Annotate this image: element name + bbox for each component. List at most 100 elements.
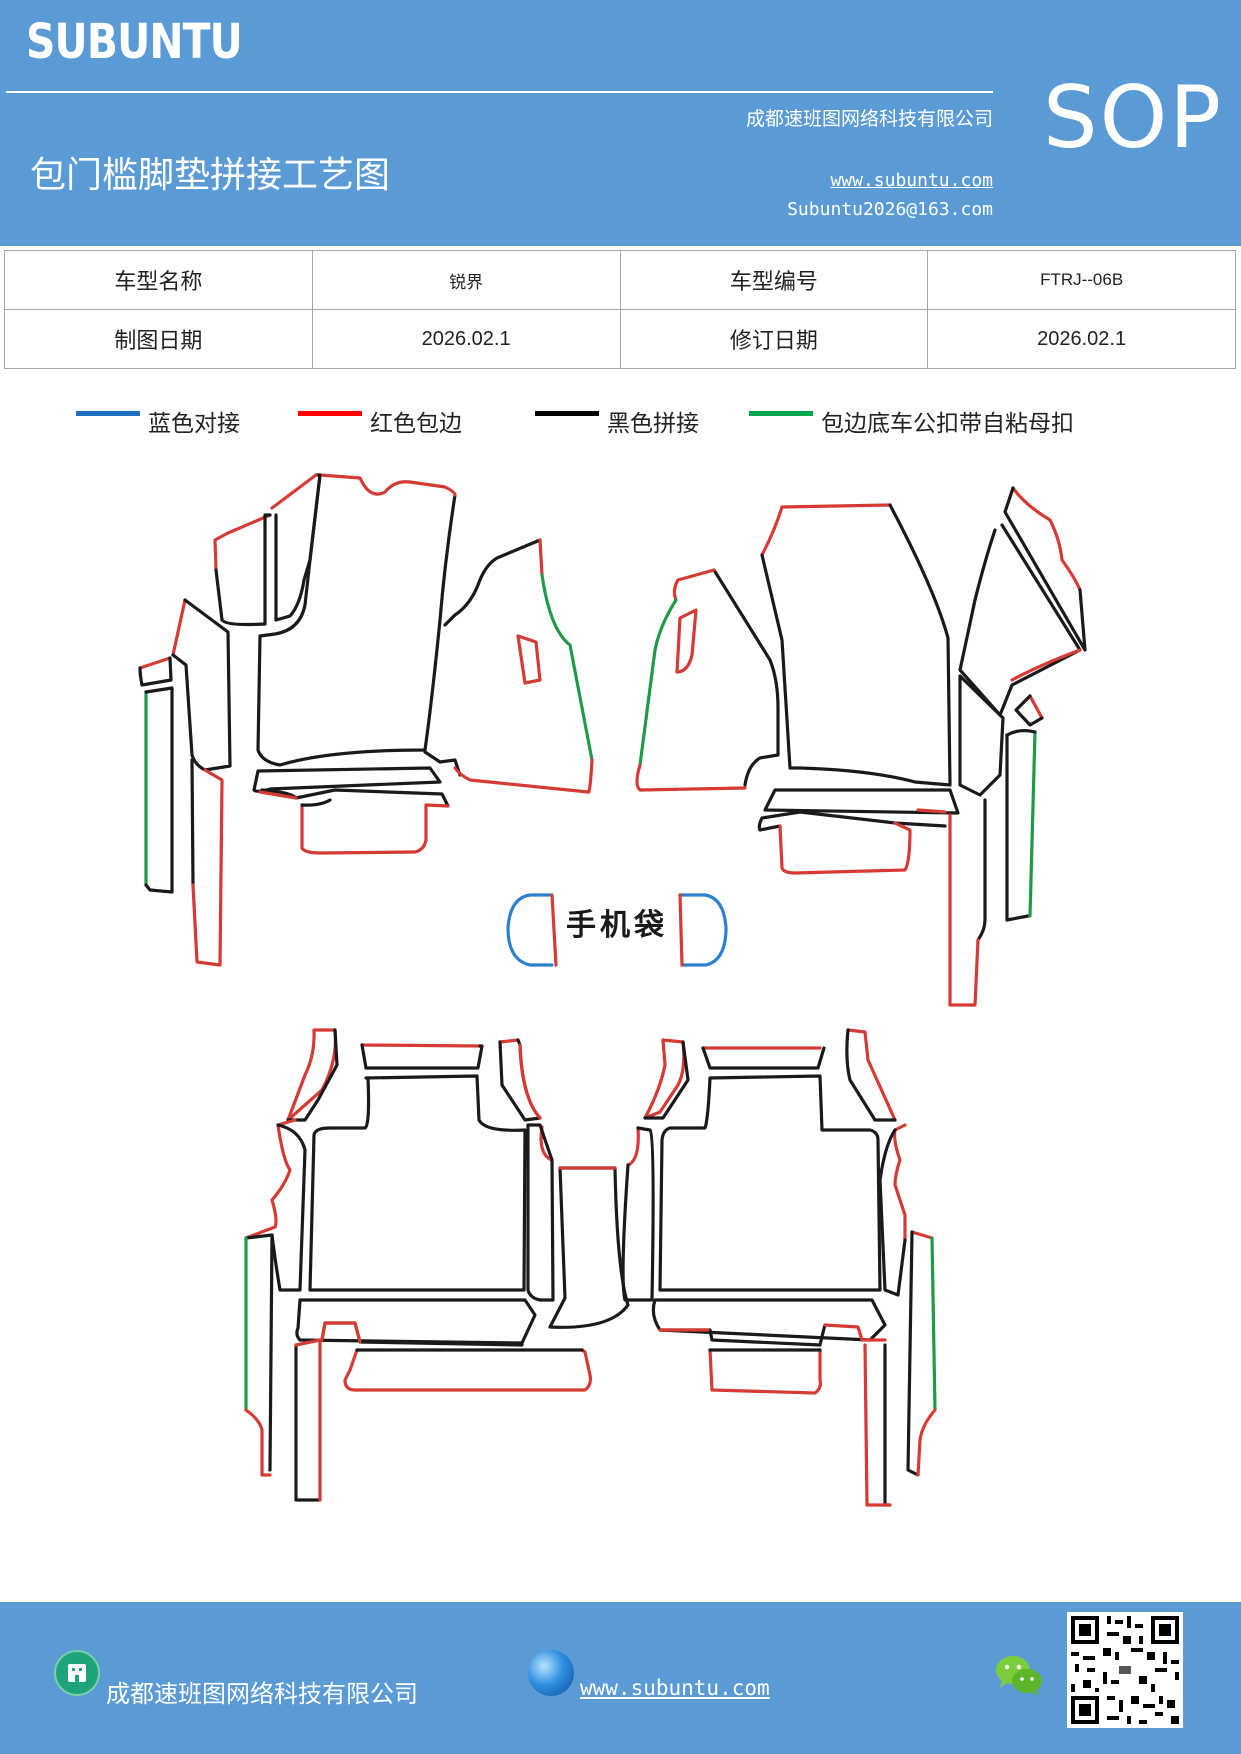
rear-right-mat bbox=[621, 1028, 937, 1507]
edge-black bbox=[845, 1028, 897, 1122]
footer-company: 成都速班图网络科技有限公司 bbox=[106, 1680, 418, 1708]
legend-swatch-green bbox=[749, 411, 813, 416]
qr-code[interactable] bbox=[1067, 1612, 1183, 1728]
info-table: 车型名称 锐界 车型编号 FTRJ--06B 制图日期 2026.02.1 修订… bbox=[4, 250, 1236, 369]
edge-black bbox=[286, 1028, 339, 1122]
edge-red bbox=[516, 634, 542, 685]
edge-red bbox=[823, 1323, 864, 1342]
edge-black bbox=[1014, 694, 1044, 727]
edge-red bbox=[778, 821, 912, 875]
model-name-value: 锐界 bbox=[311, 250, 621, 310]
legend-label: 包边底车公扣带自粘母扣 bbox=[821, 411, 1074, 437]
edge-red bbox=[191, 768, 224, 967]
edge-red bbox=[916, 808, 947, 814]
edge-red bbox=[760, 505, 784, 557]
model-name-label: 车型名称 bbox=[4, 250, 313, 310]
edge-black bbox=[760, 810, 947, 828]
legend-label: 黑色拼接 bbox=[607, 411, 699, 437]
legend-label: 红色包边 bbox=[370, 411, 462, 437]
header-email[interactable]: Subuntu2026@163.com bbox=[787, 199, 993, 220]
edge-black bbox=[171, 598, 232, 772]
front-left-mat bbox=[138, 473, 594, 967]
edge-red bbox=[171, 598, 187, 657]
edge-red bbox=[550, 893, 558, 967]
floor-mat-diagram: 手机袋 bbox=[138, 473, 1087, 1507]
building-icon bbox=[54, 1650, 100, 1696]
edge-red bbox=[643, 1038, 686, 1120]
edge-black bbox=[757, 816, 782, 832]
edge-black bbox=[144, 686, 174, 894]
edge-black bbox=[878, 1128, 907, 1297]
edge-red bbox=[538, 538, 544, 577]
edge-black bbox=[658, 1074, 882, 1292]
edge-red bbox=[286, 1028, 338, 1122]
edge-green bbox=[540, 573, 594, 762]
draw-date-label: 制图日期 bbox=[4, 309, 313, 369]
edge-red bbox=[780, 503, 892, 509]
edge-black bbox=[701, 1046, 826, 1070]
edge-red bbox=[498, 1038, 520, 1044]
header-band: SUBUNTU 成都速班图网络科技有限公司 包门槛脚垫拼接工艺图 www.sub… bbox=[0, 0, 1241, 246]
edge-black bbox=[294, 1343, 322, 1502]
edge-black bbox=[190, 758, 195, 887]
globe-icon bbox=[528, 1650, 574, 1696]
edge-black bbox=[252, 766, 442, 793]
edge-black bbox=[763, 788, 960, 815]
document-title: 包门槛脚垫拼接工艺图 bbox=[30, 155, 391, 196]
edge-red bbox=[910, 1230, 934, 1240]
header-url-link[interactable]: www.subuntu.com bbox=[830, 170, 993, 191]
edge-black bbox=[1005, 728, 1037, 737]
edge-red bbox=[675, 608, 698, 674]
edge-green bbox=[638, 598, 678, 767]
edge-red bbox=[294, 1338, 322, 1502]
edge-red bbox=[518, 1043, 542, 1120]
edge-black bbox=[712, 568, 780, 787]
edge-black bbox=[423, 750, 462, 777]
edge-black bbox=[244, 1233, 274, 1472]
edge-red bbox=[1011, 486, 1082, 592]
edge-red bbox=[860, 1338, 892, 1507]
edge-black bbox=[760, 503, 952, 787]
model-code-value: FTRJ--06B bbox=[927, 250, 1236, 310]
edge-black bbox=[651, 1298, 887, 1342]
edge-red bbox=[270, 473, 318, 510]
edge-black bbox=[958, 674, 1005, 797]
edge-black bbox=[256, 473, 457, 767]
edge-red bbox=[846, 1028, 897, 1122]
edge-red bbox=[948, 813, 980, 1007]
rear-left-mat bbox=[244, 1028, 630, 1502]
edge-blue bbox=[506, 893, 554, 967]
table-row: 制图日期 2026.02.1 修订日期 2026.02.1 bbox=[4, 309, 1236, 369]
edge-black bbox=[958, 523, 1082, 717]
edge-black bbox=[976, 798, 987, 942]
edge-black bbox=[214, 513, 272, 627]
edge-red bbox=[300, 803, 450, 855]
edge-black bbox=[658, 1323, 827, 1347]
edge-black bbox=[883, 1343, 892, 1507]
phone-pocket bbox=[506, 893, 728, 967]
front-right-mat bbox=[635, 486, 1087, 1007]
edge-red bbox=[916, 1408, 937, 1477]
wechat-icon[interactable] bbox=[994, 1652, 1044, 1698]
revise-date-label: 修订日期 bbox=[619, 309, 929, 369]
edge-black bbox=[260, 788, 450, 808]
edge-black bbox=[526, 1123, 555, 1302]
edge-blue bbox=[678, 893, 728, 967]
edge-black bbox=[1003, 486, 1087, 652]
edge-red bbox=[453, 758, 594, 794]
legend-swatch-black bbox=[535, 411, 599, 416]
footer-url-link[interactable]: www.subuntu.com bbox=[580, 1676, 770, 1700]
edge-red bbox=[320, 1321, 362, 1344]
edge-black bbox=[270, 1123, 307, 1292]
edge-red bbox=[1028, 694, 1044, 720]
revise-date-value: 2026.02.1 bbox=[927, 309, 1236, 369]
edge-black bbox=[274, 473, 322, 622]
edge-red bbox=[244, 1408, 272, 1477]
legend-swatch-red bbox=[298, 411, 362, 416]
model-code-label: 车型编号 bbox=[619, 250, 929, 310]
legend-swatch-blue bbox=[76, 411, 140, 416]
edge-red bbox=[892, 1123, 907, 1242]
edge-black bbox=[295, 1298, 537, 1345]
edge-black bbox=[360, 1043, 484, 1070]
color-legend: 蓝色对接 红色包边 黑色拼接 包边底车公扣带自粘母扣 bbox=[0, 400, 1241, 440]
